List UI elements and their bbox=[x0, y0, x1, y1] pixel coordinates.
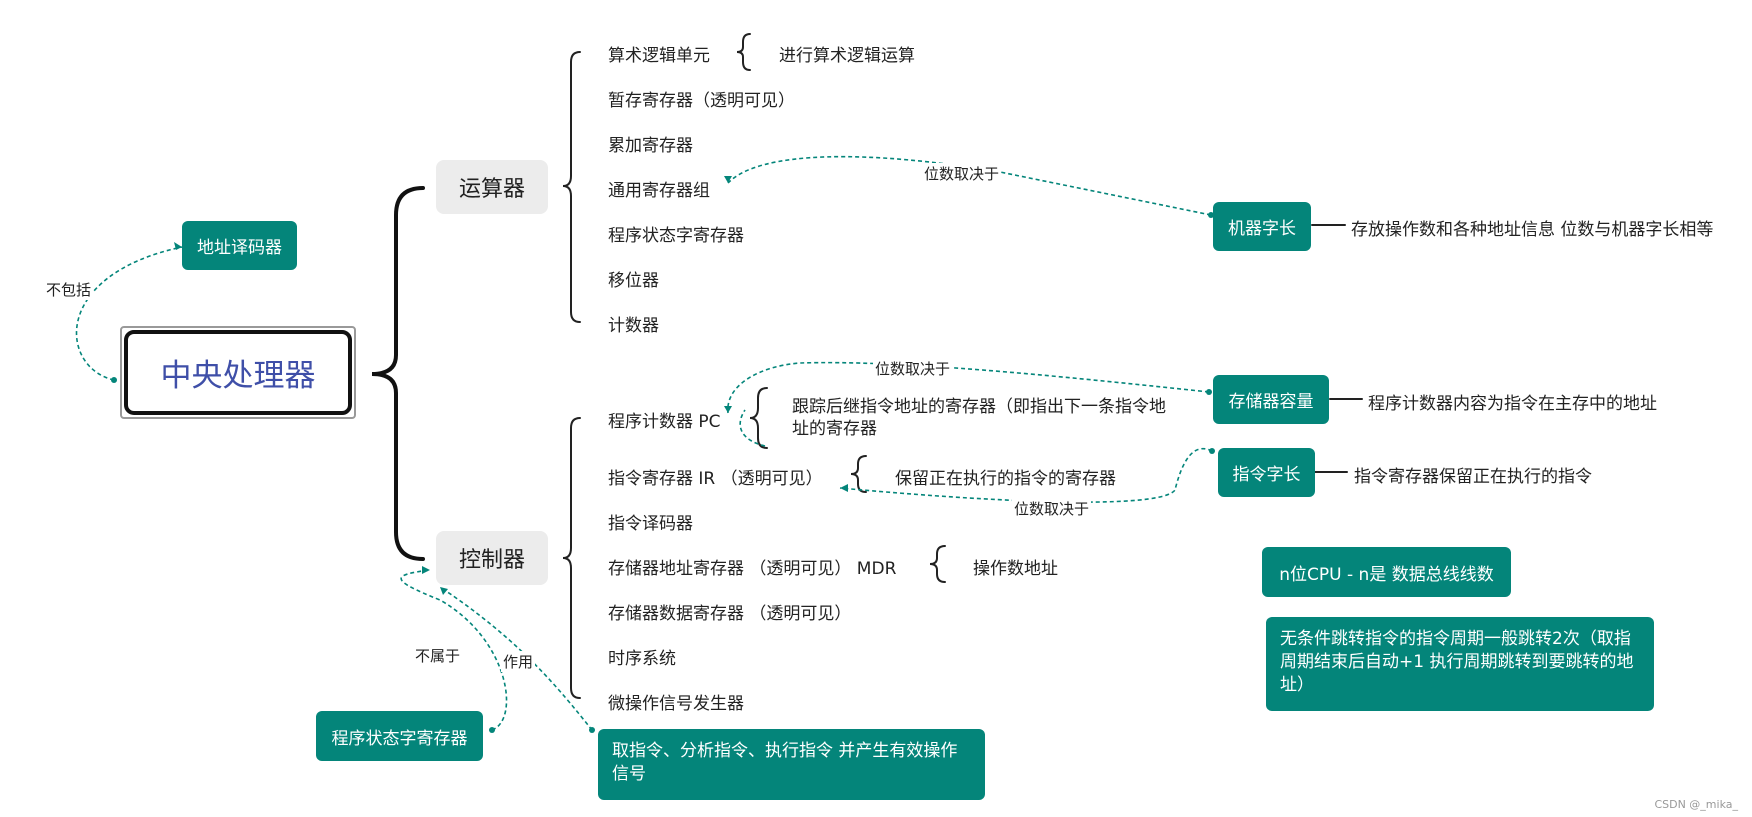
control-item: 存储器地址寄存器 （透明可见） MDR bbox=[608, 559, 897, 579]
control-item: 存储器数据寄存器 （透明可见） bbox=[608, 604, 852, 624]
edge-label-not-include: 不包括 bbox=[44, 279, 94, 300]
edge-label-function: 作用 bbox=[501, 651, 536, 672]
address-decoder-node[interactable]: 地址译码器 bbox=[182, 221, 297, 270]
alu-unit-brace bbox=[736, 33, 751, 71]
mdr-description: 操作数地址 bbox=[973, 559, 1058, 579]
pc-brace bbox=[749, 387, 768, 449]
control-item: 指令译码器 bbox=[608, 514, 693, 534]
memory-capacity-description: 程序计数器内容为指令在主存中的地址 bbox=[1368, 394, 1657, 414]
machine-word-node[interactable]: 机器字长 bbox=[1213, 202, 1311, 251]
watermark: CSDN @_mika_ bbox=[1654, 798, 1738, 811]
alu-node[interactable]: 运算器 bbox=[436, 160, 548, 214]
pc-description: 跟踪后继指令地址的寄存器（即指出下一条指令地址的寄存器 bbox=[792, 397, 1166, 439]
alu-item: 移位器 bbox=[608, 271, 659, 291]
control-item: 微操作信号发生器 bbox=[608, 694, 744, 714]
control-function-node[interactable]: 取指令、分析指令、执行指令 并产生有效操作信号 bbox=[598, 729, 985, 800]
alu-item: 暂存寄存器（透明可见） bbox=[608, 91, 795, 111]
psw-node[interactable]: 程序状态字寄存器 bbox=[316, 711, 483, 761]
alu-brace bbox=[562, 51, 581, 323]
machine-word-description: 存放操作数和各种地址信息 位数与机器字长相等 bbox=[1351, 220, 1714, 240]
instruction-word-node[interactable]: 指令字长 bbox=[1218, 448, 1315, 497]
alu-item: 算术逻辑单元 bbox=[608, 46, 710, 66]
alu-item: 计数器 bbox=[608, 316, 659, 336]
edge-label-bits-2: 位数取决于 bbox=[873, 358, 953, 379]
root-node[interactable]: 中央处理器 bbox=[124, 330, 352, 415]
root-brace bbox=[371, 186, 425, 561]
ir-description: 保留正在执行的指令的寄存器 bbox=[895, 469, 1116, 489]
root-node-frame bbox=[120, 326, 356, 419]
edge-label-bits-1: 位数取决于 bbox=[922, 163, 1002, 184]
cpu-bits-note[interactable]: n位CPU - n是 数据总线线数 bbox=[1262, 547, 1511, 597]
control-brace bbox=[562, 417, 581, 699]
pc-to-memory-edge bbox=[739, 409, 766, 447]
alu-item: 累加寄存器 bbox=[608, 136, 693, 156]
instruction-word-description: 指令寄存器保留正在执行的指令 bbox=[1354, 467, 1592, 487]
control-item: 时序系统 bbox=[608, 649, 676, 669]
memory-capacity-node[interactable]: 存储器容量 bbox=[1213, 375, 1329, 424]
mdr-brace bbox=[929, 545, 946, 583]
alu-item: 程序状态字寄存器 bbox=[608, 226, 744, 246]
edge-label-not-belong: 不属于 bbox=[413, 645, 463, 666]
alu-unit-description: 进行算术逻辑运算 bbox=[779, 46, 915, 66]
jump-instruction-note[interactable]: 无条件跳转指令的指令周期一般跳转2次（取指周期结束后自动+1 执行周期跳转到要跳… bbox=[1266, 617, 1654, 711]
control-node[interactable]: 控制器 bbox=[436, 531, 548, 585]
control-item: 指令寄存器 IR （透明可见） bbox=[608, 469, 823, 489]
alu-item: 通用寄存器组 bbox=[608, 181, 710, 201]
root-label: 中央处理器 bbox=[160, 358, 316, 394]
ir-brace bbox=[850, 455, 867, 493]
edge-label-bits-3: 位数取决于 bbox=[1012, 498, 1092, 519]
control-item: 程序计数器 PC bbox=[608, 412, 721, 432]
